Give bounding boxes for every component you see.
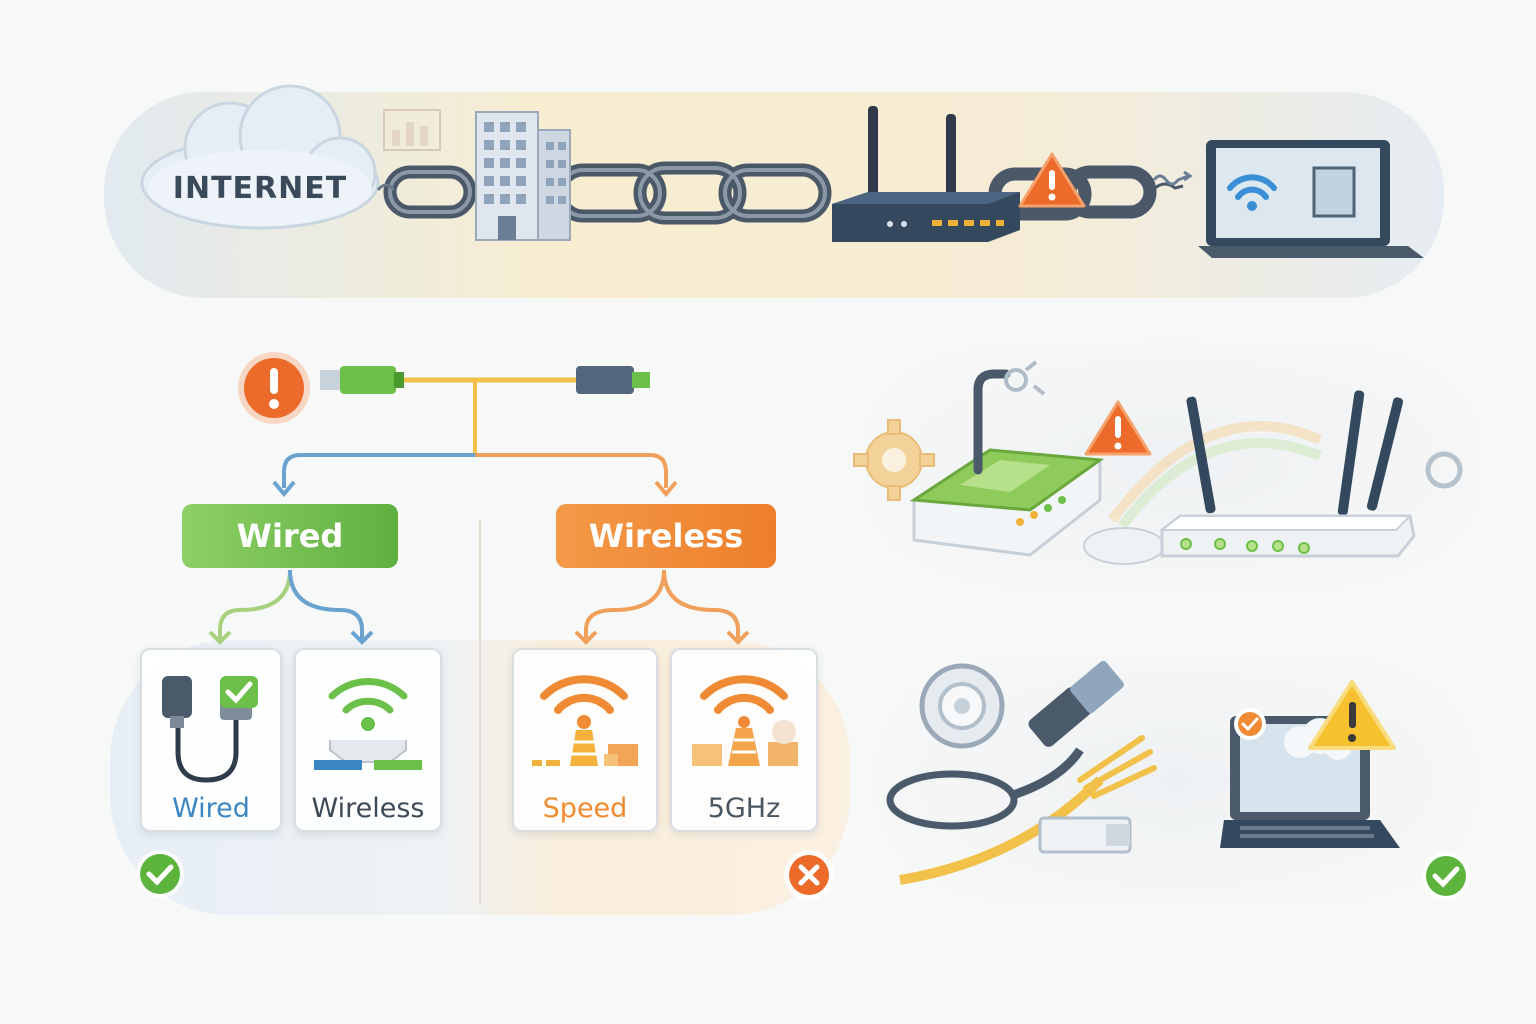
wired-card[interactable]: Wired xyxy=(140,648,282,832)
internet-cloud-icon xyxy=(140,84,380,230)
router-icon xyxy=(832,106,1020,242)
laptop-icon xyxy=(1198,140,1424,258)
close-icon xyxy=(784,850,834,900)
cable-laptop-illustration xyxy=(886,660,1400,885)
check-icon xyxy=(1422,852,1470,900)
wireless-card[interactable]: Wireless xyxy=(294,648,442,832)
chart-icon xyxy=(383,109,441,151)
internet-label: INTERNET xyxy=(172,170,348,206)
warning-icon xyxy=(1018,152,1086,208)
alert-icon xyxy=(238,352,310,424)
building-icon xyxy=(475,111,571,241)
signal-tower-icon xyxy=(532,675,638,766)
card-label-wireless: Wireless xyxy=(311,793,425,824)
card-label-speed: Speed xyxy=(542,793,628,824)
wifi-router-icon xyxy=(314,678,422,770)
check-icon xyxy=(136,850,184,898)
speed-card[interactable]: Speed xyxy=(512,648,658,832)
routers-illustration xyxy=(853,360,1463,565)
wireless-label: Wireless xyxy=(588,517,744,555)
5ghz-tower-icon xyxy=(692,675,798,766)
card-label-wired: Wired xyxy=(172,793,250,824)
card-label-5ghz: 5GHz xyxy=(707,793,781,824)
sub-branch-lines xyxy=(208,570,750,645)
signal-arrow-icon xyxy=(1152,170,1193,186)
cable-plug-icon xyxy=(162,676,258,783)
cable-branch-lines xyxy=(272,366,678,498)
wired-pill-bg xyxy=(182,504,398,568)
5ghz-card[interactable]: 5GHz xyxy=(670,648,818,832)
wireless-pill-bg xyxy=(556,504,776,568)
wired-label: Wired xyxy=(236,517,344,555)
